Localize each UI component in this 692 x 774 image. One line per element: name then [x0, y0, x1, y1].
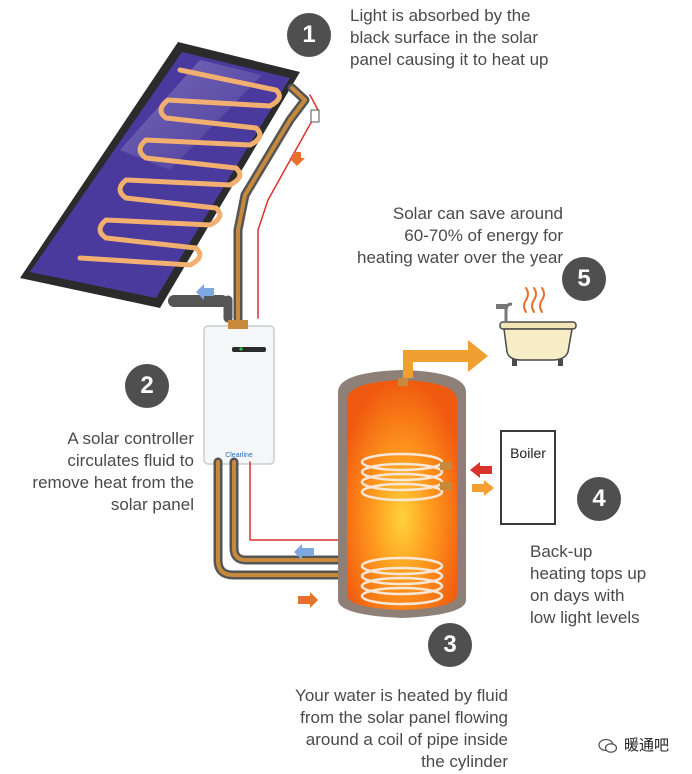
flow-arrow-left-blue-lower [294, 544, 314, 560]
step-badge-3: 3 [428, 623, 472, 667]
caption-step-2: A solar controller circulates fluid to r… [32, 429, 194, 514]
bathtub-icon [496, 302, 577, 366]
flow-arrow-right-orange-lower [298, 592, 318, 608]
solar-panel [20, 42, 300, 308]
caption-step-1: Light is absorbed by the black surface i… [350, 6, 549, 69]
step-badge-1: 1 [287, 13, 331, 57]
steam-icon [523, 287, 545, 313]
boiler-unit: Boiler [500, 430, 556, 525]
absorber-coil [77, 67, 282, 268]
caption-step-5: Solar can save around 60-70% of energy f… [356, 204, 563, 267]
solar-coil [360, 556, 444, 606]
watermark-text: 暖通吧 [624, 737, 670, 754]
flow-arrow-down-orange [289, 152, 305, 166]
step-badge-5: 5 [562, 257, 606, 301]
boiler-arrow-orange [472, 480, 494, 496]
hot-water-cylinder [338, 370, 466, 618]
boiler-label: Boiler [510, 445, 546, 461]
controller-brand: Clearline [225, 452, 253, 459]
solar-controller [203, 320, 275, 465]
cylinder-pipes [213, 457, 365, 580]
caption-step-3: Your water is heated by fluid from the s… [295, 686, 508, 771]
step-badge-2: 2 [125, 364, 169, 408]
panel-pipes [223, 83, 320, 325]
caption-step-4: Back-up heating tops up on days with low… [530, 542, 647, 627]
flow-arrow-left-blue [196, 284, 214, 300]
boiler-arrow-red [470, 462, 492, 478]
wechat-icon [598, 738, 618, 753]
hot-water-outlet-arrow [403, 340, 488, 378]
watermark: 暖通吧 [598, 736, 669, 756]
step-badge-4: 4 [577, 477, 621, 521]
